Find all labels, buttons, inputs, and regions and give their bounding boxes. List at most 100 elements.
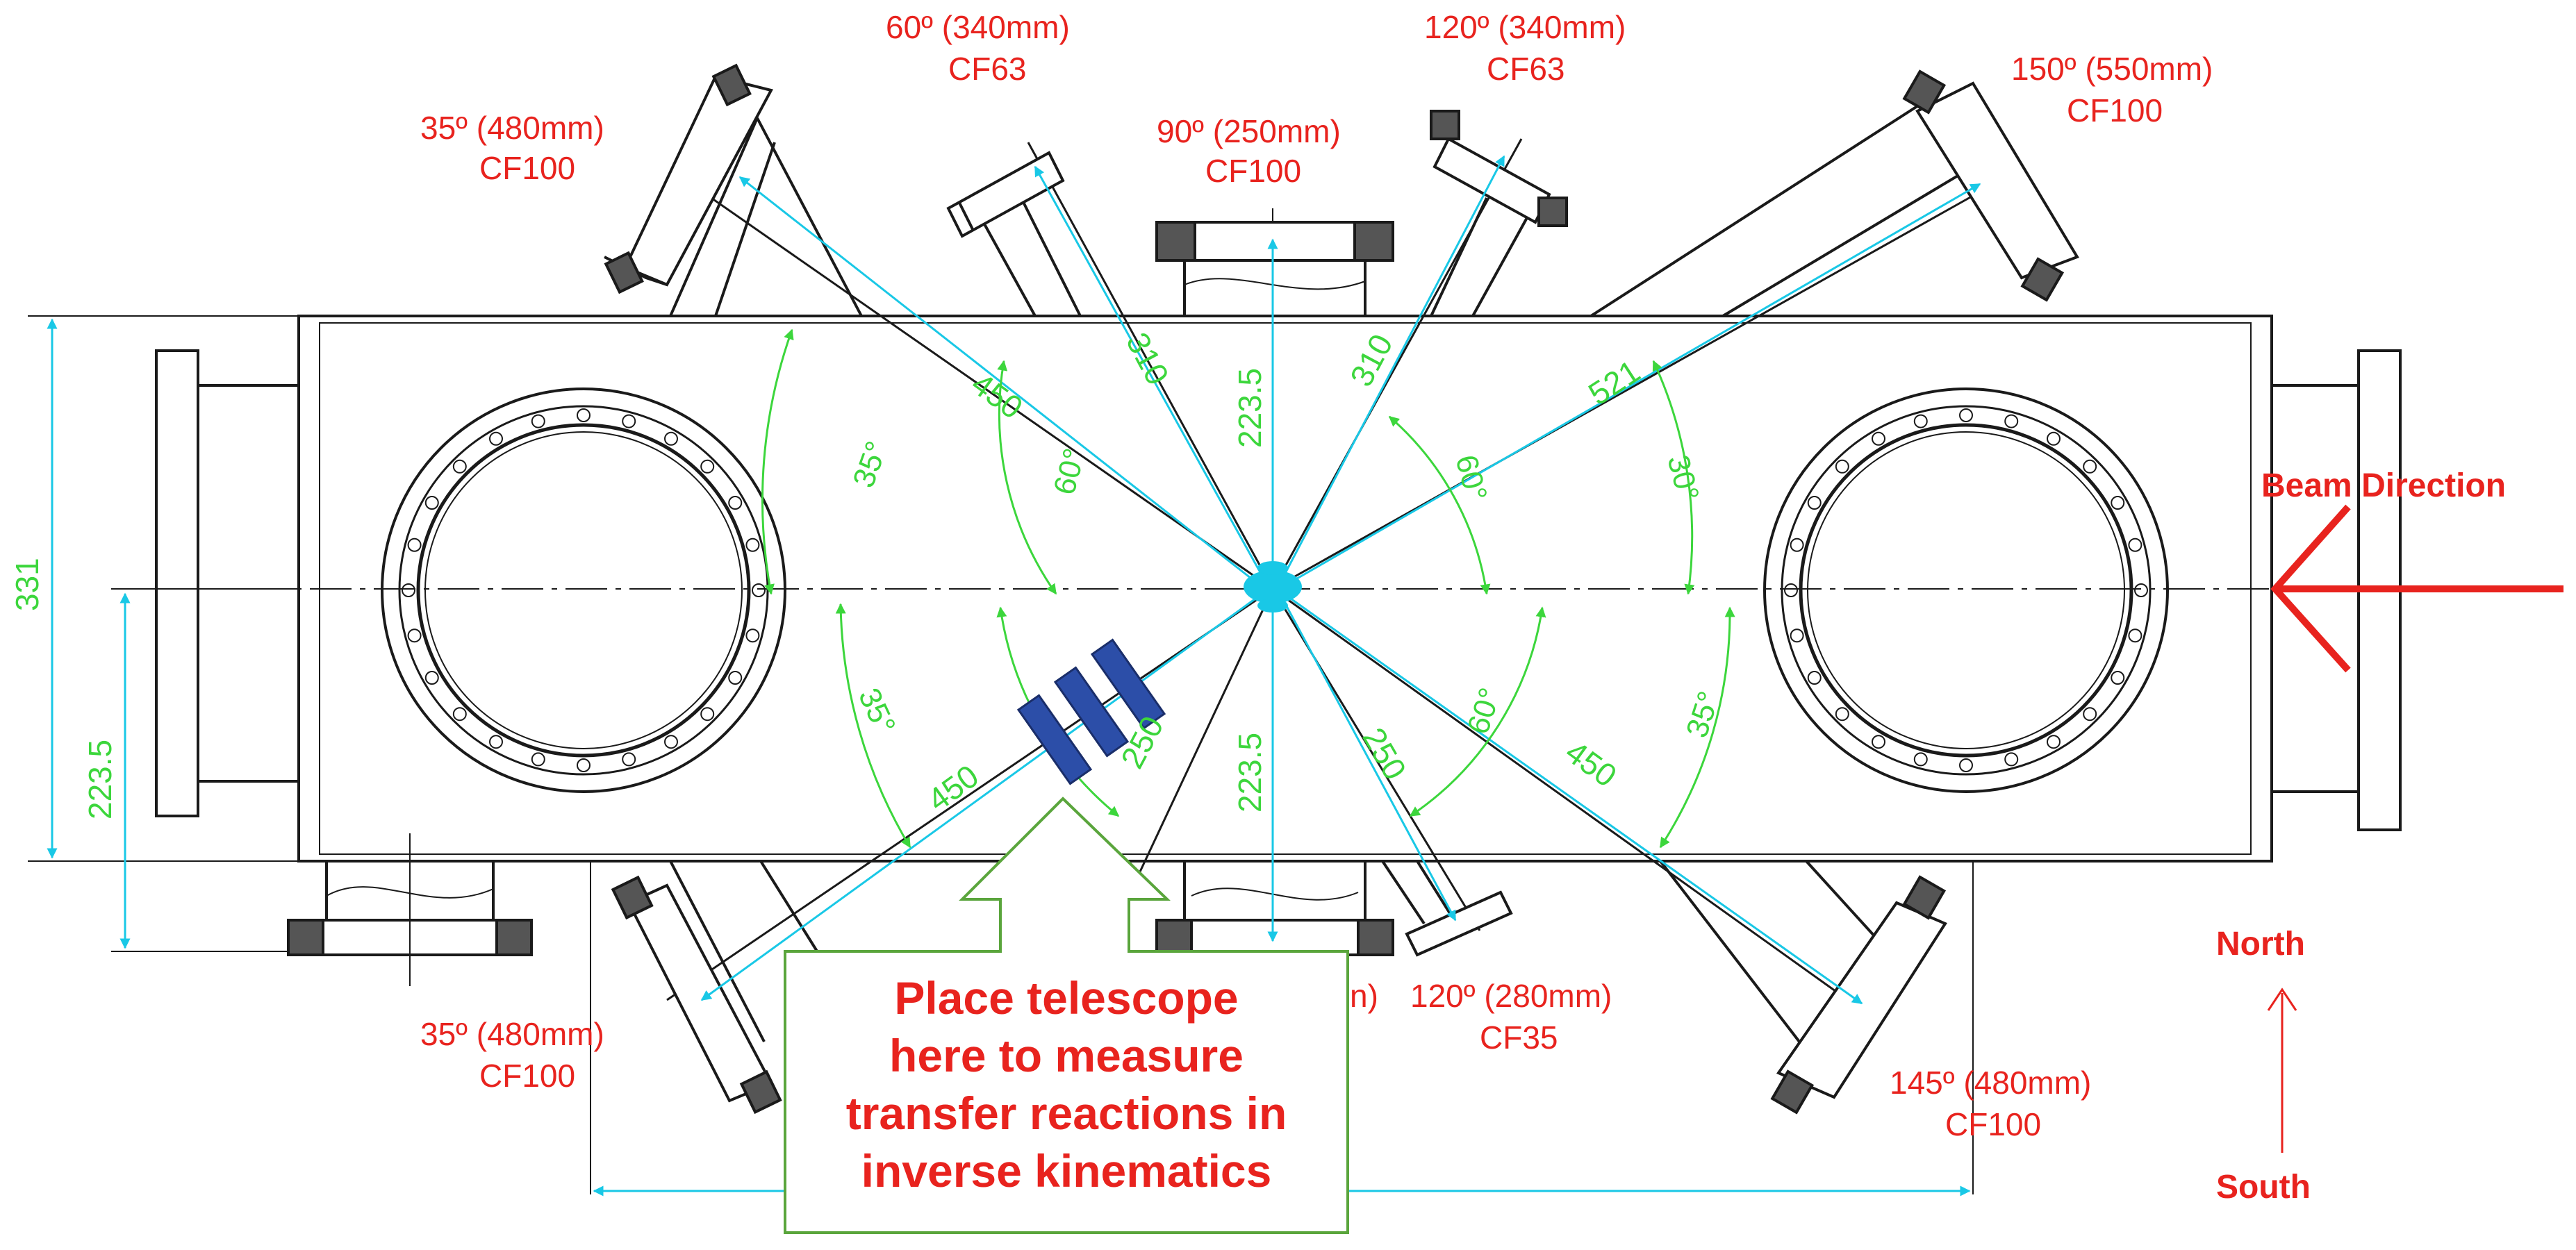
dim-331: 331 — [9, 558, 45, 611]
bolt-hole — [1835, 459, 1849, 474]
dim-223-upper: 223.5 — [1232, 368, 1268, 448]
label-120-top-flange: CF63 — [1487, 51, 1564, 87]
dim-450-ul: 450 — [965, 365, 1030, 426]
label-150-flange: CF100 — [2067, 92, 2163, 128]
bolt-hole — [622, 414, 636, 428]
angle-60-lr: 60° — [1461, 684, 1508, 738]
bolt-hole — [402, 583, 415, 597]
bolt-hole — [752, 583, 766, 597]
bolt-hole — [1913, 414, 1928, 428]
port-90 — [1155, 221, 1394, 316]
bolt-hole — [728, 496, 743, 510]
bolt-hole — [1913, 752, 1928, 767]
telescope-detectors — [1016, 638, 1166, 785]
cyan-dimension-arrows — [47, 155, 1981, 1197]
bolt-hole — [745, 538, 760, 552]
port-120-bottom — [1381, 860, 1513, 957]
callout-text-block: Place telescope here to measure transfer… — [846, 972, 1287, 1197]
bolt-hole — [1807, 671, 1822, 685]
label-hidden-partial: n) — [1350, 978, 1378, 1014]
callout-line-4: inverse kinematics — [861, 1145, 1272, 1197]
bolt-hole — [2111, 496, 2125, 510]
label-35-top-flange: CF100 — [479, 150, 575, 186]
bolt-hole — [622, 752, 636, 767]
bolt-hole — [1790, 628, 1804, 643]
beam-direction-label: Beam Direction — [2261, 467, 2506, 504]
label-145-flange: CF100 — [1945, 1106, 2041, 1142]
bolt-hole — [489, 735, 503, 749]
dimension-labels: 331 223.5 223.5 223.5 450 310 310 521 45… — [9, 326, 1726, 819]
label-35-bottom-angle: 35º (480mm) — [420, 1016, 604, 1052]
bolt-hole — [2128, 538, 2142, 552]
bolt-hole — [2128, 628, 2142, 643]
bolt-hole — [2083, 459, 2097, 474]
bolt-hole — [407, 538, 422, 552]
bolt-hole — [407, 628, 422, 643]
bolt-hole — [2047, 431, 2061, 446]
bolt-hole — [728, 671, 743, 685]
label-145-angle: 145º (480mm) — [1890, 1065, 2091, 1101]
angle-35-lr: 35° — [1680, 688, 1726, 742]
bolt-hole — [1959, 758, 1973, 772]
label-120-bottom-flange: CF35 — [1480, 1019, 1558, 1056]
port-axes — [666, 138, 1995, 1001]
label-90-flange: CF100 — [1205, 153, 1301, 189]
port-labels: 35º (480mm) CF100 60º (340mm) CF63 90º (… — [420, 9, 2213, 1142]
port-35-top — [604, 63, 863, 317]
port-120-top — [1430, 110, 1568, 317]
dim-310-r: 310 — [1343, 328, 1400, 392]
bolt-hole — [577, 408, 591, 422]
dim-310-l: 310 — [1119, 326, 1176, 390]
label-35-bottom-flange: CF100 — [479, 1058, 575, 1094]
compass-arrow — [2267, 988, 2297, 1153]
bolt-hole — [2047, 735, 2061, 749]
dim-450-ll: 450 — [920, 758, 985, 818]
bolt-hole — [1835, 707, 1849, 722]
label-60-flange: CF63 — [948, 51, 1026, 87]
bolt-hole — [2004, 414, 2019, 428]
bolt-hole — [1790, 538, 1804, 552]
dimension-lines — [28, 315, 1974, 1194]
callout-line-1: Place telescope — [894, 972, 1238, 1024]
label-35-top-angle: 35º (480mm) — [420, 110, 604, 146]
telescope-callout — [784, 797, 1349, 1234]
dim-223-left: 223.5 — [82, 740, 118, 819]
port-150 — [1590, 69, 2079, 317]
port-35-bottom — [611, 860, 849, 1115]
bolt-hole — [452, 707, 467, 722]
port-60 — [946, 151, 1082, 317]
label-60-angle: 60º (340mm) — [886, 9, 1070, 45]
angle-60-ur: 60° — [1448, 451, 1494, 505]
bolt-hole — [745, 628, 760, 643]
bolt-hole — [489, 431, 503, 446]
label-120-bottom-angle: 120º (280mm) — [1410, 978, 1612, 1014]
beam-direction-arrow — [2270, 504, 2563, 673]
left-beam-flange — [155, 349, 299, 817]
bolt-hole — [424, 671, 439, 685]
dim-450-lr: 450 — [1559, 733, 1624, 794]
port-stub-bottom-left — [287, 833, 533, 986]
bolt-hole — [700, 707, 715, 722]
label-90-angle: 90º (250mm) — [1157, 113, 1341, 149]
bolt-hole — [1872, 431, 1885, 446]
bolt-hole — [664, 735, 678, 749]
bolt-hole — [531, 752, 545, 767]
bolt-hole — [2083, 707, 2097, 722]
bolt-hole — [1959, 408, 1973, 422]
dim-250-l: 250 — [1114, 710, 1171, 774]
angle-60-ul: 60° — [1047, 445, 1092, 499]
bolt-hole — [424, 496, 439, 510]
right-viewport — [1763, 388, 2169, 793]
compass-south: South — [2216, 1169, 2311, 1206]
bolt-hole — [2004, 752, 2019, 767]
dim-521: 521 — [1582, 353, 1646, 412]
bolt-hole — [2111, 671, 2125, 685]
bolt-hole — [1872, 735, 1885, 749]
bolt-hole — [2134, 583, 2148, 597]
label-120-top-angle: 120º (340mm) — [1424, 9, 1626, 45]
bolt-hole — [1784, 583, 1798, 597]
callout-line-3: transfer reactions in — [846, 1088, 1287, 1139]
bolt-hole — [531, 414, 545, 428]
port-bottom-center — [1155, 861, 1394, 956]
